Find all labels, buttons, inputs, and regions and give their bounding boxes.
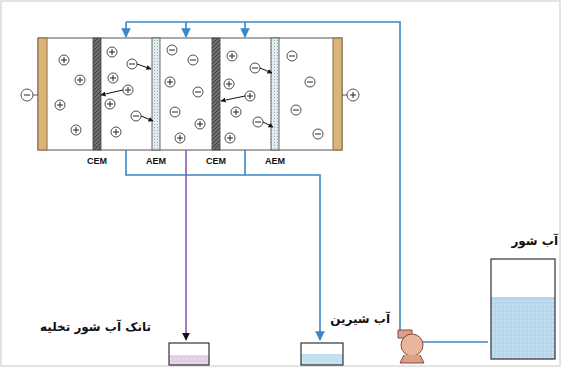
ion-symbol	[231, 107, 241, 117]
membrane-label: CEM	[206, 156, 226, 166]
membrane-label: CEM	[87, 156, 107, 166]
ion-symbol	[131, 111, 153, 121]
ion-symbol	[227, 51, 237, 61]
membrane	[152, 38, 160, 150]
ion-symbol	[225, 133, 235, 143]
membrane-label: AEM	[265, 156, 285, 166]
electrode	[38, 38, 47, 150]
tank-label: تانک آب شور تخلیه	[40, 320, 151, 334]
pump	[398, 330, 424, 363]
brine-outlet-pipe	[185, 150, 187, 340]
ions	[55, 45, 323, 143]
ion-symbol	[287, 51, 297, 61]
ion-symbol	[175, 133, 185, 143]
ion-symbol	[253, 117, 273, 127]
ion-symbol	[107, 47, 117, 57]
tank-vessel	[490, 258, 556, 360]
ion-symbol	[59, 55, 69, 65]
ion-symbol	[313, 129, 323, 139]
electrode	[333, 38, 342, 150]
membrane	[93, 38, 101, 150]
feed-pipe	[422, 341, 488, 343]
ion-symbol	[167, 45, 177, 55]
ion-symbol	[195, 119, 205, 129]
ion-symbol	[55, 100, 65, 110]
feed-pipe	[126, 22, 400, 330]
tank-label: آب شیرین	[330, 312, 390, 326]
ion-symbol	[188, 55, 198, 65]
electrode-terminal	[21, 89, 38, 101]
tank: آب شور	[488, 234, 558, 364]
membrane	[271, 38, 279, 150]
fresh-outlet-pipe	[245, 150, 320, 340]
inlet-pipe	[185, 22, 187, 37]
ion-symbol	[111, 127, 121, 137]
ion-symbol	[75, 75, 85, 85]
ion-symbol	[105, 99, 115, 109]
tank-vessel	[168, 342, 210, 366]
inlet-pipe	[125, 22, 127, 37]
ion-symbol	[221, 91, 255, 101]
ion-symbol	[193, 87, 203, 97]
ion-symbol	[127, 59, 151, 69]
ion-symbol	[291, 105, 301, 115]
tank: تانک آب شور تخلیه	[40, 316, 210, 366]
ion-symbol	[250, 63, 272, 73]
stack-housing	[38, 38, 342, 150]
ion-symbol	[71, 125, 81, 135]
ion-symbol	[165, 77, 175, 87]
tank-label: آب شور	[511, 234, 558, 248]
membrane-label: AEM	[146, 156, 166, 166]
electrode-terminal	[342, 89, 359, 101]
ion-symbol	[170, 107, 180, 117]
ion-symbol	[108, 73, 118, 83]
ion-symbol	[224, 79, 234, 89]
ion-symbol	[101, 85, 133, 95]
membrane	[212, 38, 220, 150]
inlet-pipe	[244, 22, 246, 37]
tank: آب شیرین	[295, 312, 390, 366]
ion-symbol	[305, 77, 315, 87]
tank-vessel	[300, 342, 344, 366]
